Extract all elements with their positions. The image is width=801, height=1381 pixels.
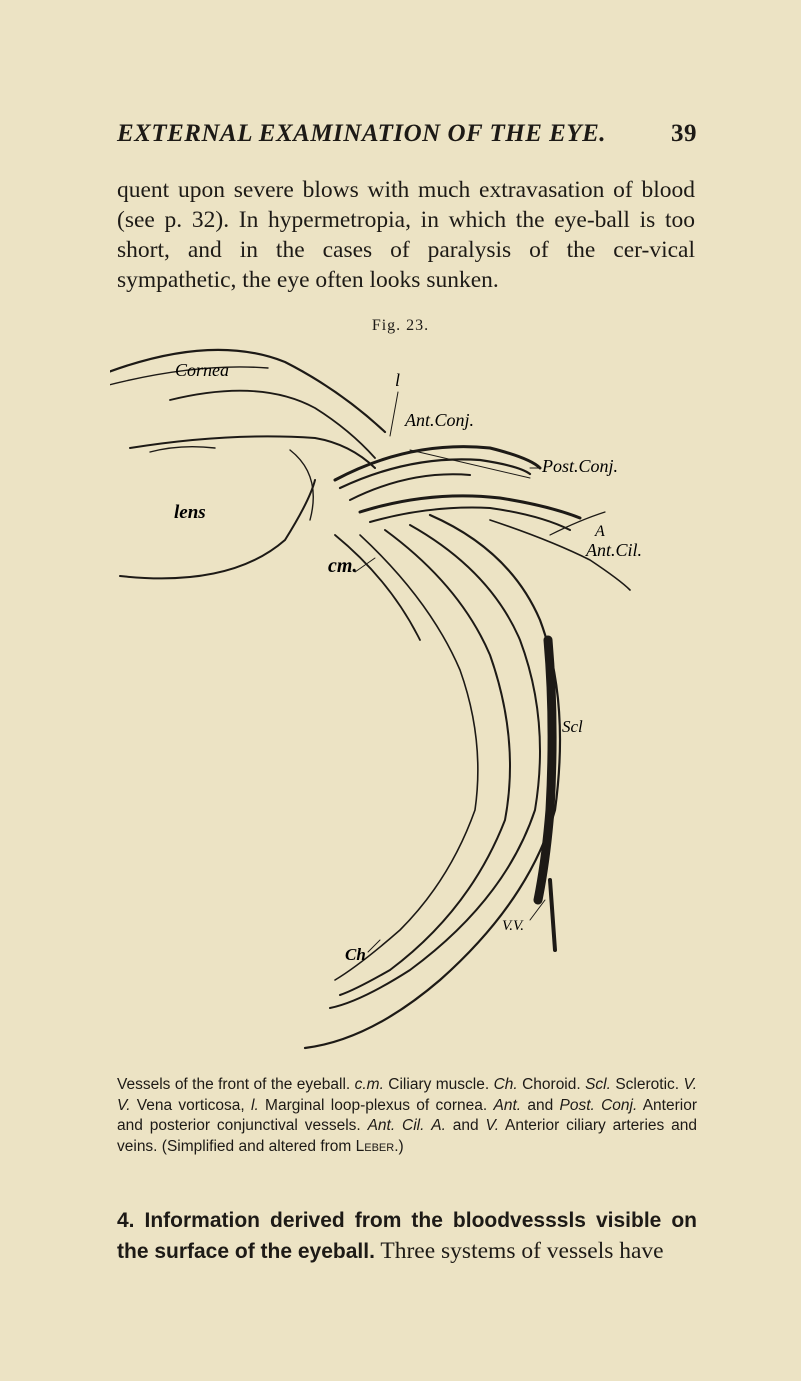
section-paragraph: 4. Information derived from the bloodves… [117,1205,697,1267]
caption-and-1: and [527,1096,554,1114]
label-lens: lens [174,502,206,523]
caption-term-ant-cil: Ant. Cil. [367,1117,425,1134]
running-head: EXTERNAL EXAMINATION OF THE EYE. 39 [117,120,697,148]
choroid-curve [339,529,511,996]
caption-s1: Vessels of the front of the eyeball. [117,1076,351,1093]
caption-and-2: and [452,1117,479,1134]
label-l: l [395,370,400,390]
post-conj-line [409,449,531,479]
leader-vv [529,899,546,921]
conj-vessel-5 [369,506,571,531]
section-text: Three systems of vessels have [380,1238,664,1264]
leader-l [389,391,399,437]
caption-term-a: A. [431,1117,446,1134]
conj-vessel-1 [333,445,542,482]
conj-vessel-2 [338,458,532,490]
scleral-vessel-band [533,635,557,905]
lens-left-edge [289,449,314,521]
caption-term-vv: V. V. [117,1076,697,1114]
leader-cm [354,557,376,573]
caption-term-v: V. [485,1117,500,1134]
cornea-inner-line [169,389,376,459]
caption-term-scl: Scl. [585,1076,611,1093]
sclera-outer-curve [303,513,562,1050]
figure-label: Fig. 23. [371,317,430,334]
choroid-inner-curve [334,534,479,981]
conj-vessel-4 [358,494,582,520]
section-heading: 4. Information derived from the bloodves… [117,1209,697,1263]
label-vv: V.V. [502,918,524,934]
caption-cm-text: Ciliary muscle. [388,1076,490,1093]
iris-lower-line [149,445,216,453]
page-number: 39 [671,120,697,147]
label-ant-cil: Ant.Cil. [585,540,642,560]
label-cm: cm. [328,555,357,577]
label-ch: Ch [345,945,366,964]
caption-term-cm: c.m. [354,1076,384,1093]
caption-term-post-conj: Post. Conj. [559,1096,638,1114]
label-a: A [594,523,605,540]
caption-ch-text: Choroid. [522,1076,581,1093]
ant-cil-vessel [489,519,631,591]
paragraph-text: quent upon severe blows with much extrav… [117,177,695,293]
sclera-inner-curve [329,524,541,1009]
label-scl: Scl [562,717,583,736]
vena-vorticosa [548,878,557,952]
ant-cil-branch [549,511,606,536]
caption-conj-text: Anterior and posterior conjunctival vess… [117,1096,697,1135]
cornea-outer-line [96,348,387,434]
caption-author: Leber.) [355,1137,404,1155]
caption-scl-text: Sclerotic. [615,1076,680,1093]
label-post-conj: Post.Conj. [541,456,618,476]
caption-l-text: Marginal loop-plexus of cornea. [265,1096,488,1114]
caption-vv-text: Vena vorticosa, [136,1096,245,1114]
figure-eyeball-vessels: Cornea l Ant.Conj. Post.Conj. lens A Ant… [89,340,710,1060]
figure-caption: Vessels of the front of the eyeball. c.m… [117,1075,697,1157]
iris-upper-line [129,435,376,469]
conj-vessel-3 [349,473,471,501]
running-head-title: EXTERNAL EXAMINATION OF THE EYE. [117,120,607,147]
ciliary-muscle-line [334,534,421,641]
body-paragraph: quent upon severe blows with much extrav… [117,175,695,295]
label-cornea: Cornea [175,360,229,380]
lens-outline [119,479,316,580]
caption-term-ant: Ant. [493,1096,522,1114]
caption-term-l: l. [251,1096,259,1114]
cornea-middle-line [89,366,269,391]
eye-vessel-diagram: Cornea l Ant.Conj. Post.Conj. lens A Ant… [89,348,642,1050]
caption-cil-text: Anterior ciliary arteries and veins. (Si… [117,1117,697,1155]
caption-term-ch: Ch. [493,1076,518,1093]
label-ant-conj: Ant.Conj. [404,410,474,430]
leader-ch [367,939,381,953]
